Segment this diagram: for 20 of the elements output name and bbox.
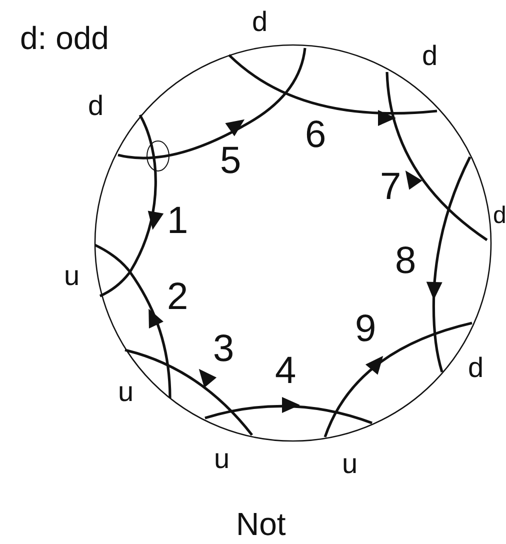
arc-end-label: u — [118, 378, 134, 406]
arc-number: 7 — [380, 168, 402, 206]
arc-number: 5 — [220, 142, 242, 180]
arc-number: 1 — [167, 202, 188, 240]
arc-end-label: u — [342, 450, 358, 478]
caption: Not — [236, 508, 286, 540]
arc-number: 8 — [395, 242, 416, 280]
arc-number: 6 — [305, 116, 326, 154]
arc-number: 4 — [275, 352, 296, 390]
arc-end-label: d — [252, 8, 268, 36]
arc-end-label: u — [214, 445, 230, 473]
arc-number: 3 — [213, 330, 234, 368]
arc-end-label: d — [468, 354, 484, 382]
arc-number: 2 — [167, 278, 188, 316]
arc-end-label: d — [493, 204, 506, 228]
arc-number: 9 — [355, 310, 376, 348]
note-text: d: odd — [20, 22, 109, 54]
arc-end-label: d — [88, 92, 104, 120]
arc-end-label: u — [64, 262, 80, 290]
arc-end-label: d — [422, 42, 438, 70]
